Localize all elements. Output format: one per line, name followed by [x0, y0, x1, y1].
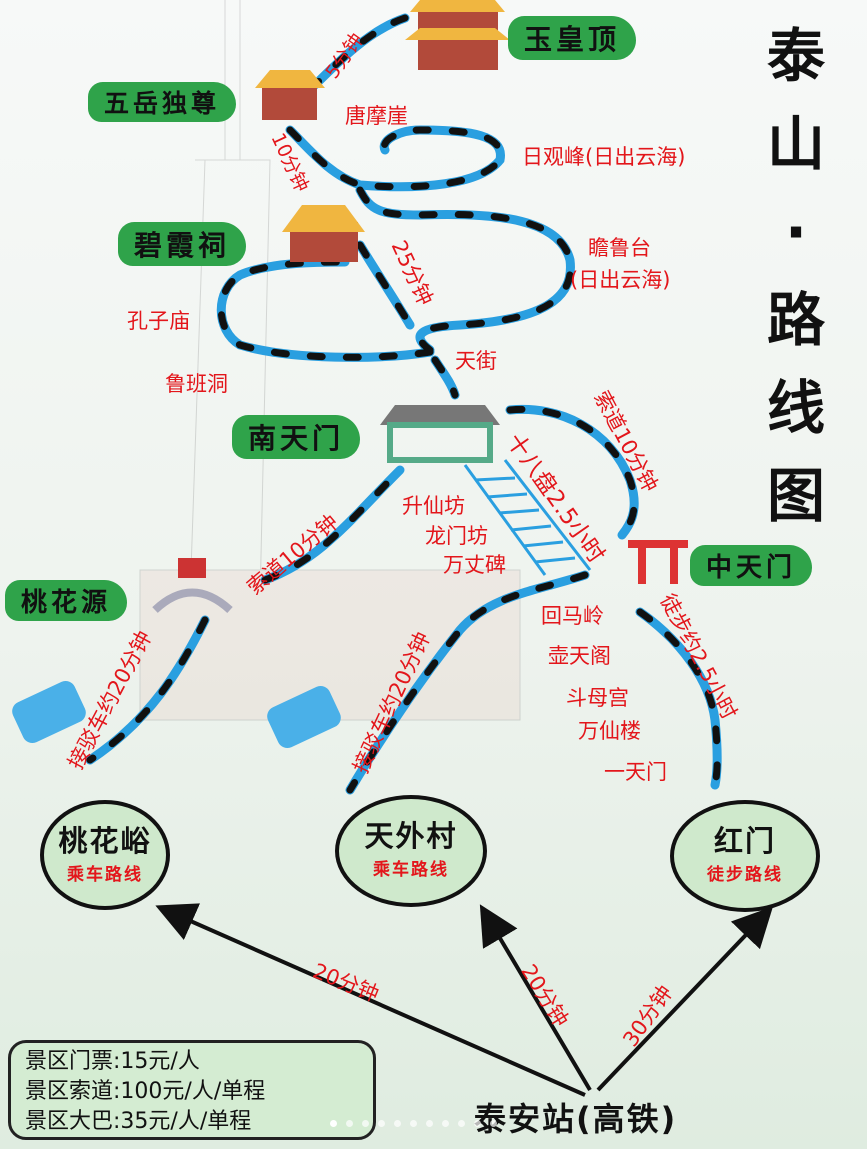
price-info-box: 景区门票:15元/人 景区索道:100元/人/单程 景区大巴:35元/人/单程: [8, 1040, 376, 1140]
route-dash: [356, 241, 414, 329]
title-char: 线: [766, 374, 825, 442]
entrance-route-type: 徒步路线: [707, 865, 783, 885]
bus-icon: [267, 685, 341, 749]
spot-label: 万丈碑: [443, 553, 506, 577]
spot-label: 瞻鲁台: [588, 236, 651, 260]
shibapan-stairs: [463, 459, 592, 576]
spot-label: 日观峰(日出云海): [522, 145, 686, 169]
title-char: 图: [766, 462, 825, 530]
entrance-name: 天外村: [364, 819, 458, 853]
spot-label: 孔子庙: [127, 309, 190, 333]
map-title: 泰 山 · 路 线 图: [756, 12, 836, 540]
spot-label: 回马岭: [541, 604, 604, 628]
route-dash: [431, 356, 459, 399]
entrance-taohuayu[interactable]: 桃花峪 乘车路线: [40, 800, 170, 910]
spot-label: 唐摩崖: [345, 104, 408, 128]
title-char: 路: [766, 286, 825, 354]
label-bixiaci: 碧霞祠: [118, 222, 247, 266]
entrance-name: 红门: [713, 824, 776, 858]
entrance-route-type: 乘车路线: [373, 860, 449, 880]
zhongtianmen-gate-icon: [628, 540, 688, 584]
label-zhongtianmen: 中天门: [690, 545, 813, 586]
entrance-hongmen[interactable]: 红门 徒步路线: [670, 800, 820, 912]
route-dash: [356, 186, 574, 354]
station-label: 泰安站(高铁): [474, 1100, 678, 1138]
route-dash: [346, 571, 589, 794]
price-ticket: 景区门票:15元/人: [25, 1049, 200, 1074]
spot-label: 一天门: [604, 760, 667, 784]
route-dash: [506, 405, 638, 539]
carousel-indicator[interactable]: [330, 1120, 497, 1127]
label-yuhuangding: 玉皇顶: [508, 16, 637, 60]
title-char: 山: [766, 110, 825, 178]
spot-label: 斗母宫: [566, 686, 629, 710]
spot-label: 龙门坊: [425, 524, 488, 548]
entrance-route-type: 乘车路线: [67, 865, 143, 885]
spot-label: 天街: [455, 349, 497, 373]
price-cableway: 景区索道:100元/人/单程: [25, 1079, 266, 1104]
route-dash: [261, 466, 404, 584]
price-bus: 景区大巴:35元/人/单程: [25, 1109, 252, 1134]
wuyueduzun-temple-icon: [255, 70, 325, 120]
title-char: ·: [784, 198, 808, 266]
bus-icon: [12, 680, 86, 744]
yuhuangding-temple-icon: [405, 0, 510, 70]
taohuayuan-bridge-icon: [152, 558, 233, 614]
spot-label: 鲁班洞: [165, 372, 228, 396]
label-taohuayuan: 桃花源: [5, 580, 128, 621]
spot-label: 万仙楼: [578, 719, 641, 743]
entrance-name: 桃花峪: [58, 824, 152, 858]
spot-label: 壶天阁: [548, 644, 611, 668]
route-dash: [217, 258, 434, 361]
spot-label: 升仙坊: [402, 494, 465, 518]
arrows: [155, 903, 774, 1097]
bixiaci-temple-icon: [282, 205, 365, 262]
entrance-tianwaicun[interactable]: 天外村 乘车路线: [335, 795, 487, 907]
title-char: 泰: [766, 22, 825, 90]
route-dash: [311, 14, 409, 89]
nantianmen-gate-icon: [380, 405, 500, 463]
label-wuyueduzun: 五岳独尊: [88, 82, 237, 122]
route-path: [85, 13, 722, 795]
route-dash: [636, 608, 721, 789]
route-dash: [86, 616, 209, 764]
route-dash: [286, 126, 504, 191]
pavilion-icons: [12, 0, 688, 749]
spot-label: (日出云海): [570, 268, 671, 292]
label-nantianmen: 南天门: [232, 415, 361, 459]
